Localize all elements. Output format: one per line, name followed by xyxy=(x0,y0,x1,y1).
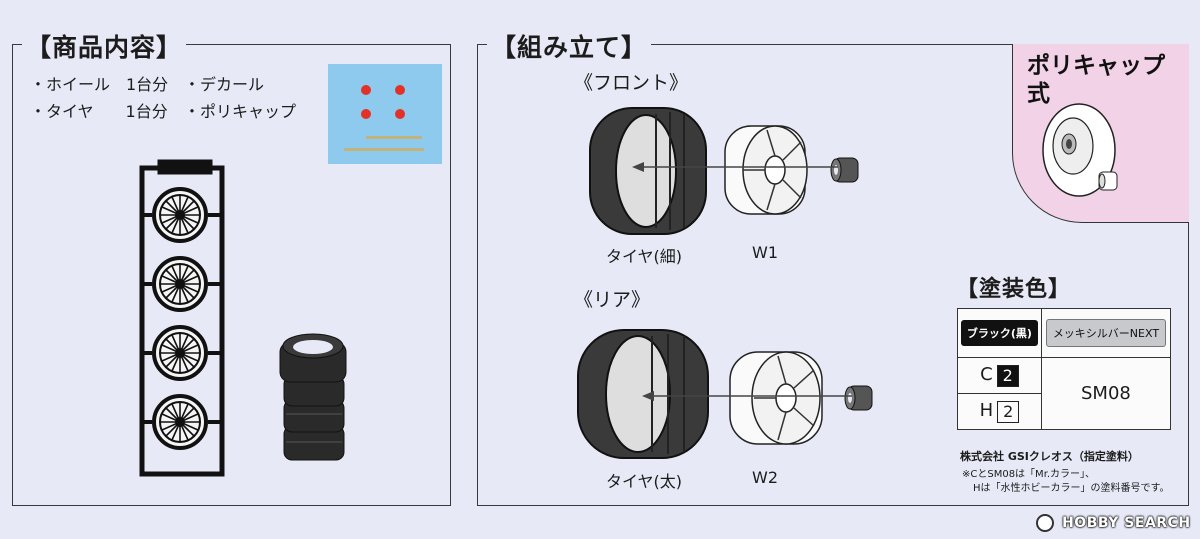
contents-item-tire: ・タイヤ 1台分 xyxy=(30,102,168,121)
code-number-box: 2 xyxy=(997,400,1020,423)
rear-tire-image xyxy=(577,329,709,459)
front-wheel-image xyxy=(724,125,808,215)
silver-code: SM08 xyxy=(1040,357,1172,430)
front-wheel-label: W1 xyxy=(752,243,778,262)
assembly-title: 【組み立て】 xyxy=(487,28,652,64)
tire-stack-image xyxy=(279,333,347,461)
paint-note-line2: Hは「水性ホビーカラー」の塗料番号です。 xyxy=(973,483,1170,494)
black-paint-chip: ブラック(黒) xyxy=(960,320,1038,346)
rear-label: 《リア》 xyxy=(574,289,651,311)
paint-header-black: ブラック(黒) xyxy=(957,308,1042,358)
front-label: 《フロント》 xyxy=(574,72,689,94)
contents-item-decal: ・デカール xyxy=(184,75,265,94)
polycap-badge: ポリキャップ式 xyxy=(1012,44,1189,223)
watermark-text: HOBBY SEARCH xyxy=(1062,515,1191,531)
hobby-search-logo-icon xyxy=(1036,513,1054,532)
front-tire-image xyxy=(589,107,707,235)
silver-paint-chip: メッキシルバーNEXT xyxy=(1045,319,1167,347)
code-number-box: 2 xyxy=(996,364,1019,387)
contents-list-col2: ・デカール ・ポリキャップ xyxy=(184,71,296,125)
paint-header-silver: メッキシルバーNEXT xyxy=(1040,308,1172,358)
paint-maker: 株式会社 GSIクレオス（指定塗料） xyxy=(960,450,1139,463)
decal-sheet-image xyxy=(328,64,442,164)
polycap-badge-illustration xyxy=(1042,103,1118,197)
polycap-badge-text: ポリキャップ式 xyxy=(1027,53,1165,107)
rear-tire-label: タイヤ(太) xyxy=(606,472,683,491)
assembly-frame xyxy=(477,44,1189,506)
rear-arrow xyxy=(642,391,852,401)
contents-item-wheel: ・ホイール 1台分 xyxy=(30,75,169,94)
paint-note-line1: ※CとSM08は「Mr.カラー」、 xyxy=(962,469,1096,480)
rear-wheel-label: W2 xyxy=(752,468,778,487)
contents-list-col1: ・ホイール 1台分 ・タイヤ 1台分 xyxy=(30,71,168,125)
front-polycap-image xyxy=(830,157,859,183)
paint-title: 【塗装色】 xyxy=(956,271,1072,303)
front-arrow xyxy=(632,162,838,172)
watermark: HOBBY SEARCH xyxy=(1036,512,1191,532)
rear-wheel-image xyxy=(729,351,823,445)
contents-frame xyxy=(12,44,451,506)
wheel-sprue-image xyxy=(139,159,225,477)
front-tire-label: タイヤ(細) xyxy=(606,247,683,266)
contents-title: 【商品内容】 xyxy=(22,28,187,64)
contents-item-polycap: ・ポリキャップ xyxy=(184,102,297,121)
